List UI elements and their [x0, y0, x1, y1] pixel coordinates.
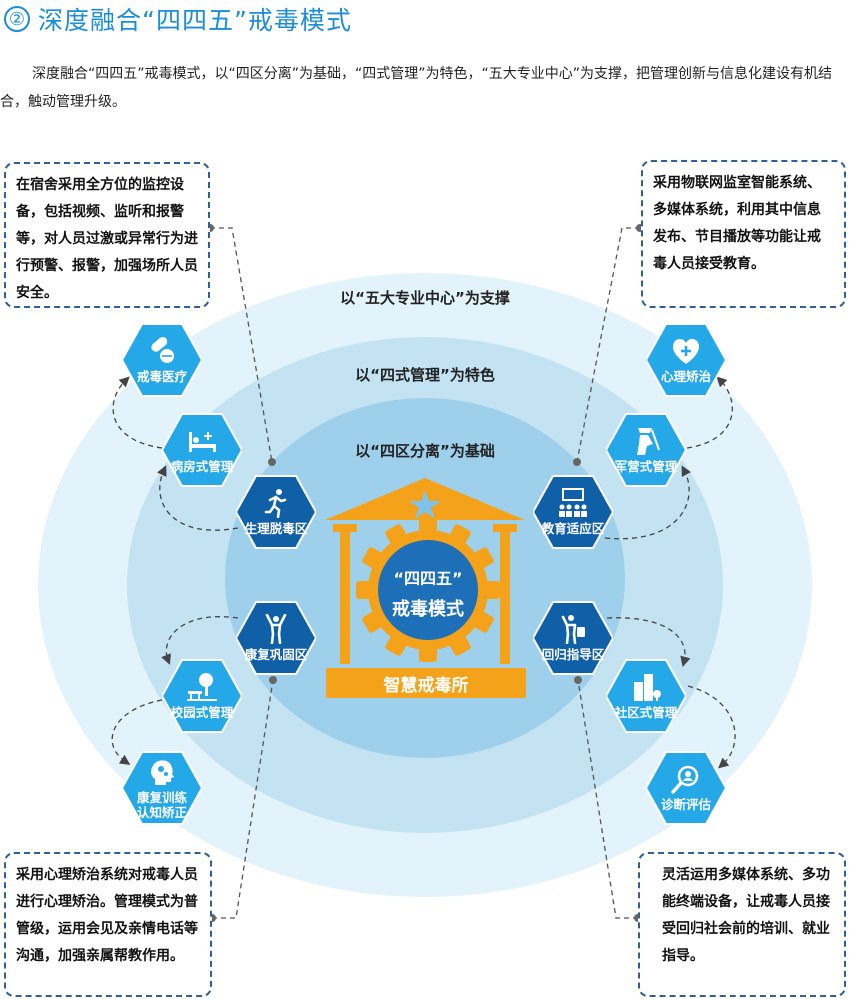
zone-physio: 生理脱毒区: [236, 472, 316, 552]
mgmt-community: 社区式管理: [606, 656, 686, 736]
zone-return: 回归指导区: [533, 598, 613, 678]
pills-icon: [151, 336, 174, 363]
mgmt-campus-label: 校园式管理: [170, 705, 234, 720]
plaque-label: 智慧戒毒所: [383, 675, 469, 696]
pillar-right-cap: [493, 524, 517, 532]
pillar-left-cap: [333, 524, 357, 532]
center-psych-label: 心理矫治: [660, 369, 711, 384]
intro-paragraph: 深度融合“四四五”戒毒模式，以“四区分离”为基础，“四式管理”为特色，“五大专业…: [0, 66, 833, 110]
magnifier-person-icon: [671, 765, 699, 794]
mgmt-military-label: 军营式管理: [614, 459, 678, 474]
center-diagnosis: 诊断评估: [646, 748, 726, 828]
raised-arms-person-icon: [265, 614, 287, 644]
section-number: ②: [4, 6, 30, 32]
zone-education: 教育适应区: [533, 472, 613, 552]
zone-return-label: 回归指导区: [541, 647, 605, 662]
buildings-icon: [634, 674, 661, 701]
mgmt-campus: 校园式管理: [162, 656, 242, 736]
center-label: “四四五” 戒毒模式: [373, 565, 483, 621]
hospital-bed-icon: [189, 432, 216, 452]
ring-label-middle: 以“四式管理”为特色: [355, 366, 495, 384]
roof-star: [409, 490, 441, 519]
center-diagnosis-label: 诊断评估: [660, 797, 711, 812]
mgmt-community-label: 社区式管理: [614, 705, 678, 720]
section-title: ② 深度融合“四四五”戒毒模式: [4, 2, 352, 36]
center-cognitive-line1: 康复训练: [136, 789, 187, 805]
note-connectors: [210, 227, 640, 919]
soldier-icon: [637, 428, 660, 455]
mgmt-military: 军营式管理: [606, 410, 686, 490]
note-bottom-left: 采用心理矫治系统对戒毒人员进行心理矫治。管理模式为普管级，运用会见及亲情电话等沟…: [4, 852, 212, 997]
head-gears-icon: [151, 759, 174, 785]
tree-bench-icon: [187, 673, 217, 701]
center-label-line1: “四四五”: [393, 569, 463, 588]
zone-rehab-label: 康复巩固区: [244, 647, 308, 662]
ring-label-outer: 以“五大专业中心”为支撑: [340, 289, 510, 307]
ring-label-inner: 以“四区分离”为基础: [355, 442, 495, 460]
person-with-bag-icon: [561, 615, 585, 644]
pillar-left: [340, 526, 350, 664]
mgmt-ward: 病房式管理: [162, 410, 242, 490]
center-label-line2: 戒毒模式: [392, 599, 464, 620]
center-cognitive-line2: 认知矫正: [136, 804, 187, 820]
center-medical: 戒毒医疗: [122, 320, 202, 400]
center-cognitive: 康复训练 认知矫正: [122, 748, 202, 828]
note-bottom-right: 灵活运用多媒体系统、多功能终端设备，让戒毒人员接受回归社会前的培训、就业指导。: [638, 852, 846, 997]
section-title-text: 深度融合“四四五”戒毒模式: [38, 6, 352, 35]
heart-plus-icon: [672, 338, 700, 364]
center-cognitive-label: 康复训练 认知矫正: [137, 790, 187, 820]
classroom-icon: [559, 488, 587, 517]
plaque-bg: [326, 668, 526, 698]
running-person-icon: [264, 489, 287, 518]
flow-arrows: [111, 376, 736, 769]
note-top-left: 在宿舍采用全方位的监控设备，包括视频、监听和报警等，对人员过激或异常行为进行预警…: [4, 162, 210, 308]
zone-physio-label: 生理脱毒区: [244, 521, 308, 536]
center-medical-label: 戒毒医疗: [136, 369, 187, 384]
pillar-right: [500, 526, 510, 664]
zone-education-label: 教育适应区: [541, 521, 605, 536]
mgmt-ward-label: 病房式管理: [170, 459, 234, 474]
center-gear: [356, 518, 500, 662]
zone-rehab: 康复巩固区: [236, 598, 316, 678]
note-top-right: 采用物联网监室智能系统、多媒体系统，利用其中信息发布、节目播放等功能让戒毒人员接…: [641, 160, 846, 308]
center-psych: 心理矫治: [646, 320, 726, 400]
